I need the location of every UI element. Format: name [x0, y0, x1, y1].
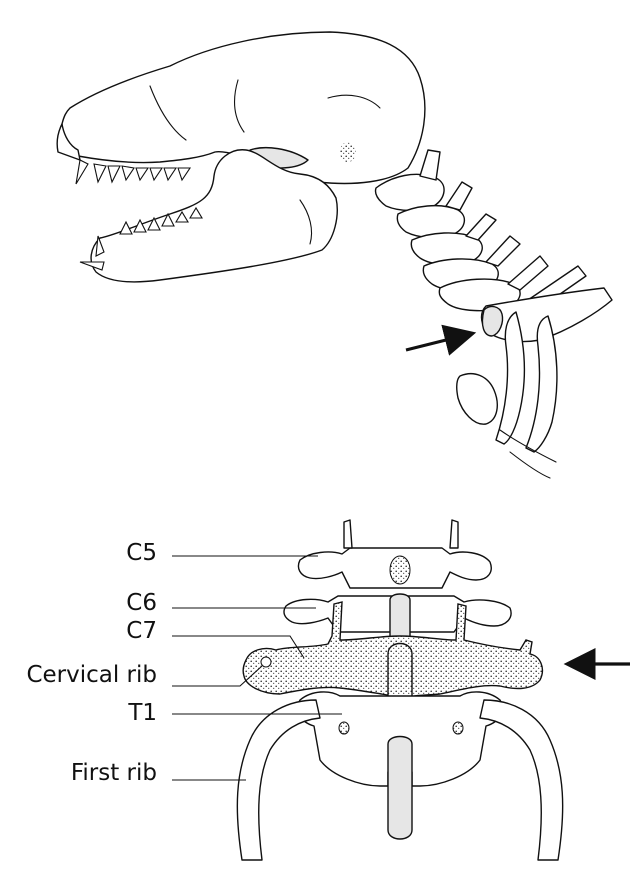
- label-cervical-rib: Cervical rib: [26, 664, 157, 687]
- arrow-right-icon: [406, 334, 470, 350]
- t1-foramen-right: [453, 722, 463, 734]
- upper-tooth: [108, 166, 120, 182]
- upper-teeth: [76, 160, 190, 184]
- vertebrae-dorsal-view: [172, 520, 563, 860]
- lower-incisor: [80, 262, 104, 270]
- c5-spine-left: [344, 520, 352, 548]
- upper-tooth: [164, 168, 176, 180]
- c5-spine-right: [450, 520, 458, 548]
- c6-spine-center: [390, 594, 410, 641]
- t1-foramen-left: [339, 722, 349, 734]
- spinous-process: [420, 150, 440, 180]
- upper-tooth: [178, 168, 190, 180]
- sternum: [457, 374, 498, 425]
- skull: [57, 32, 425, 282]
- label-first-rib: First rib: [71, 762, 157, 785]
- spinous-process: [508, 256, 548, 290]
- label-c7: C7: [126, 620, 157, 643]
- upper-tooth: [94, 164, 106, 182]
- label-t1: T1: [128, 702, 157, 725]
- spinous-process: [466, 214, 496, 240]
- label-c6: C6: [126, 592, 157, 615]
- spinous-process: [486, 236, 520, 266]
- upper-tooth: [122, 166, 134, 180]
- neck-vertebrae-lateral: [375, 150, 612, 478]
- cervical-rib-tip: [261, 657, 271, 667]
- c5-foramen: [390, 556, 410, 584]
- spinous-process: [446, 182, 472, 210]
- t1-spine-center: [388, 737, 412, 840]
- upper-tooth: [136, 168, 148, 180]
- label-c5: C5: [126, 542, 157, 565]
- upper-tooth: [150, 168, 162, 180]
- ear-region: [340, 142, 356, 162]
- upper-canine: [76, 160, 88, 184]
